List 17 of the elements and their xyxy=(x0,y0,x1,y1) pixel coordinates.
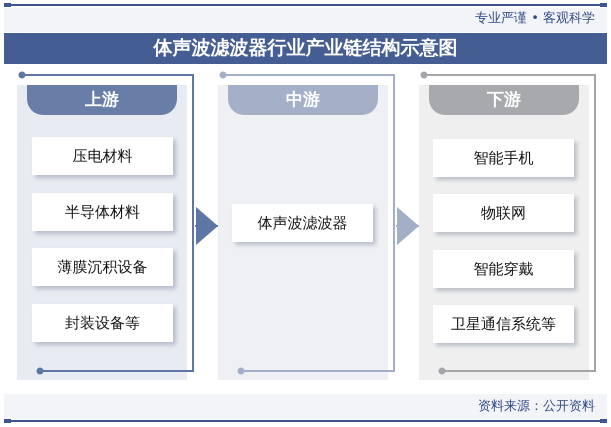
industry-card: 压电材料 xyxy=(32,137,173,175)
stage-heading: 下游 xyxy=(429,85,579,115)
industry-card: 薄膜沉积设备 xyxy=(32,248,173,286)
source-note: 资料来源：公开资料 xyxy=(478,398,595,416)
industry-card: 卫星通信系统等 xyxy=(433,305,574,343)
stage-heading: 上游 xyxy=(27,85,177,115)
title-banner: 体声波滤波器行业产业链结构示意图 xyxy=(4,33,607,64)
flow-arrow xyxy=(195,207,218,245)
industry-card: 智能穿戴 xyxy=(433,250,574,288)
industry-card: 体声波滤波器 xyxy=(232,204,373,242)
industry-card: 封装设备等 xyxy=(32,304,173,342)
industry-card: 物联网 xyxy=(433,194,574,232)
industry-card: 智能手机 xyxy=(433,139,574,177)
slogan-text: 专业严谨 • 客观科学 xyxy=(475,10,595,28)
stage-heading: 中游 xyxy=(228,85,378,115)
flow-arrow xyxy=(396,207,419,245)
industry-card: 半导体材料 xyxy=(32,193,173,231)
